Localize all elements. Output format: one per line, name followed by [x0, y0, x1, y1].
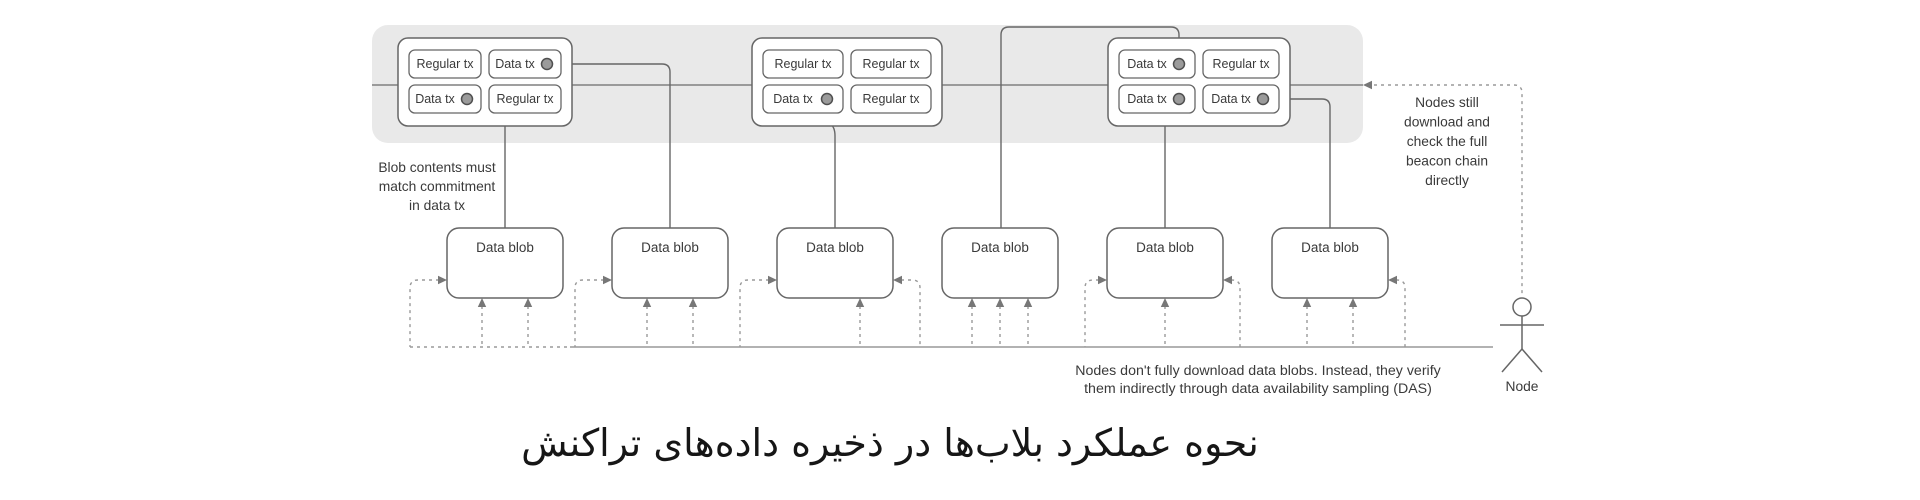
tx-box-regular	[762, 49, 844, 79]
data-blob-box	[446, 227, 564, 299]
node-label: Node	[1506, 379, 1539, 394]
connector-line	[547, 63, 671, 228]
tx-box-data	[408, 84, 482, 114]
tx-label: Regular tx	[417, 57, 475, 71]
blob-label: Data blob	[1301, 240, 1359, 255]
connector-line	[1000, 26, 1180, 228]
tx-box-data	[488, 49, 562, 79]
das-note: Nodes don't fully download data blobs. I…	[1075, 363, 1441, 397]
data-blob-box	[1106, 227, 1224, 299]
data-blobs: Data blob Data blob Data blob Data blob …	[446, 227, 1389, 299]
node-note-line: download and	[1404, 115, 1490, 130]
data-blob-box	[941, 227, 1059, 299]
data-blob-box	[1271, 227, 1389, 299]
node-note-line: Nodes still	[1415, 95, 1479, 110]
node-stick-figure	[1500, 297, 1544, 373]
tx-label: Data tx	[415, 92, 455, 106]
tx-box-regular	[1202, 49, 1280, 79]
commitment-dot	[1256, 92, 1270, 106]
node-check-dashed-line	[1374, 84, 1523, 296]
tx-box-regular	[850, 49, 932, 79]
tx-box-regular	[408, 49, 482, 79]
tx-label: Regular tx	[863, 92, 921, 106]
node-note-line: beacon chain	[1406, 154, 1488, 169]
tx-box-regular	[850, 84, 932, 114]
beacon-block-1: Regular tx Data tx Data tx Regular tx	[397, 37, 573, 127]
tx-label: Regular tx	[863, 57, 921, 71]
blob-label: Data blob	[476, 240, 534, 255]
blob-label: Data blob	[971, 240, 1029, 255]
node-note: Nodes still download and check the full …	[1404, 95, 1490, 188]
tx-label: Regular tx	[775, 57, 833, 71]
tx-box-regular	[488, 84, 562, 114]
data-blob-box	[611, 227, 729, 299]
blob-note-line: match commitment	[379, 179, 496, 194]
tx-label: Data tx	[1127, 92, 1167, 106]
blob-note: Blob contents must match commitment in d…	[378, 160, 496, 213]
data-blob-box	[776, 227, 894, 299]
tx-box-data	[1118, 84, 1196, 114]
tx-box-data	[1118, 49, 1196, 79]
commitment-dot	[820, 92, 834, 106]
tx-box-data	[1202, 84, 1280, 114]
das-note-line: them indirectly through data availabilit…	[1084, 381, 1432, 397]
commitment-dot	[1172, 92, 1186, 106]
commitment-dot	[460, 92, 474, 106]
das-note-line: Nodes don't fully download data blobs. I…	[1075, 363, 1441, 379]
connector-line	[1263, 98, 1331, 228]
figure-caption: نحوه عملکرد بلاب‌ها در ذخیره داده‌های تر…	[521, 421, 1259, 465]
tx-label: Data tx	[1211, 92, 1251, 106]
commitment-dot	[1172, 57, 1186, 71]
blob-label: Data blob	[806, 240, 864, 255]
tx-label: Regular tx	[1213, 57, 1271, 71]
commitment-dot	[540, 57, 554, 71]
tx-box-data	[762, 84, 844, 114]
beacon-block-2: Regular tx Regular tx Data tx Regular tx	[751, 37, 943, 127]
blob-label: Data blob	[1136, 240, 1194, 255]
blob-label: Data blob	[641, 240, 699, 255]
node-note-line: check the full	[1407, 134, 1488, 149]
blob-note-line: in data tx	[409, 198, 465, 213]
tx-label: Data tx	[773, 92, 813, 106]
arrowheads	[438, 80, 1397, 307]
node-note-line: directly	[1425, 173, 1469, 188]
tx-label: Data tx	[1127, 57, 1167, 71]
tx-label: Data tx	[495, 57, 535, 71]
tx-label: Regular tx	[497, 92, 555, 106]
blob-diagram: Regular tx Data tx Data tx Regular tx Re…	[372, 25, 1544, 397]
das-sampling-paths	[409, 279, 1406, 347]
beacon-block-3: Data tx Regular tx Data tx Data tx	[1107, 37, 1291, 127]
blob-note-line: Blob contents must	[378, 160, 496, 175]
